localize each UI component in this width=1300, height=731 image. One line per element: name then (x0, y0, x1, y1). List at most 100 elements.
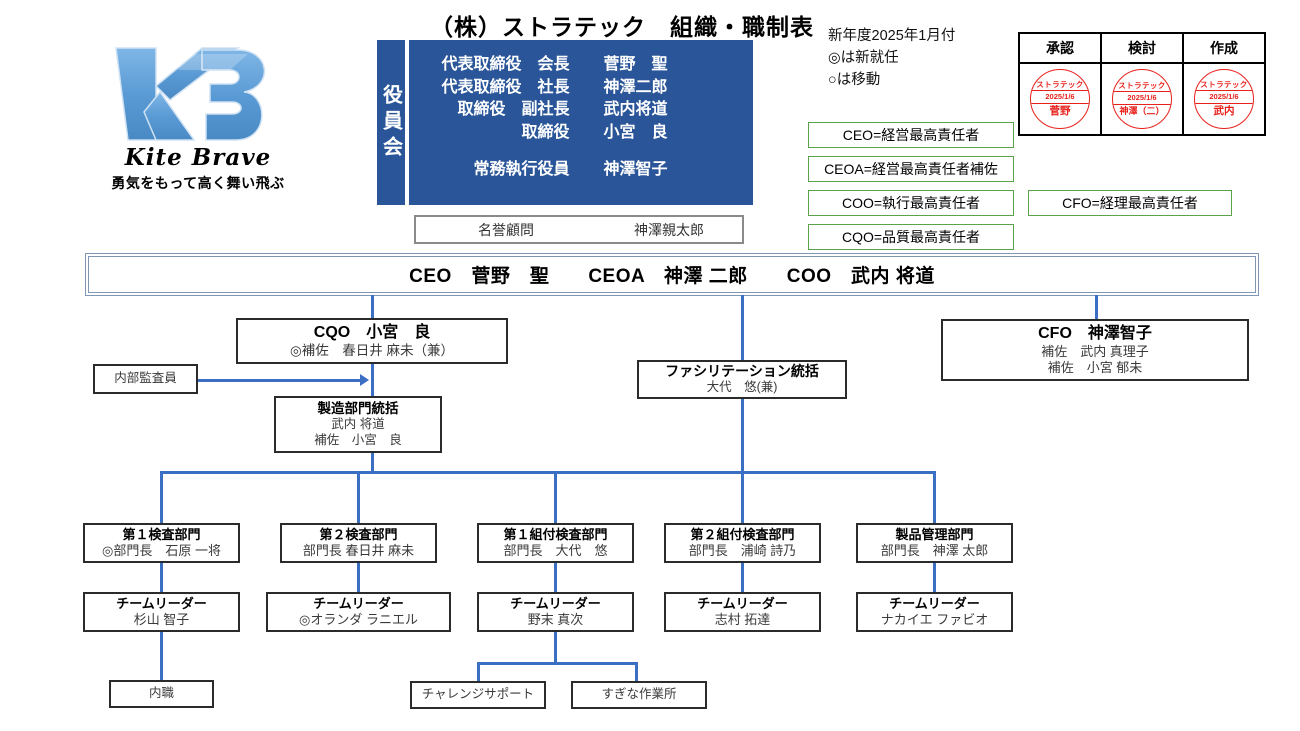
legend-item-ceoa: CEOA=経営最高責任者補佐 (808, 156, 1014, 182)
connector-ceo-to-cfo (1095, 295, 1098, 319)
node-title: ファシリテーション統括 (665, 363, 819, 380)
honorary-advisor-box: 名誉顧問 神澤親太郎 (414, 215, 744, 244)
board-row: 代表取締役 会長 菅野 聖 (409, 54, 753, 77)
node-department-1: 第１検査部門 ◎部門長 石原 一将 (83, 523, 240, 563)
approval-stamp-icon: ストラテック 2025/1/6 菅野 (1030, 69, 1090, 129)
connector-ceo-to-cqo (371, 295, 374, 320)
node-team-leader-4: チームリーダー 志村 拓達 (664, 592, 821, 632)
legend-item-ceo: CEO=経営最高責任者 (808, 122, 1014, 148)
approval-column-shonin: 承認 ストラテック 2025/1/6 菅野 (1020, 34, 1102, 134)
company-logo: Kite Brave 勇気をもって高く舞い飛ぶ (98, 40, 298, 193)
stamp-divider (1113, 90, 1171, 92)
legend-label: CQO=品質最高責任者 (841, 229, 981, 245)
board-name: 菅野 聖 (603, 56, 668, 73)
node-cfo: CFO 神澤智子 補佐 武内 真理子 補佐 小宮 郁未 (941, 319, 1249, 381)
department-head: ◎部門長 石原 一将 (102, 543, 221, 558)
connector-ceo-to-facilitation (741, 295, 744, 360)
connector-leader3-down (554, 632, 557, 662)
board-position: 取締役 (521, 124, 570, 142)
approval-body: ストラテック 2025/1/6 神澤（二） (1102, 64, 1182, 134)
stamp-company: ストラテック (1118, 81, 1166, 91)
node-team-leader-3: チームリーダー 野末 真次 (477, 592, 634, 632)
logo-wordmark: Kite Brave (124, 144, 272, 171)
legend-item-cqo: CQO=品質最高責任者 (808, 224, 1014, 250)
leader-name: ◎オランダ ラニエル (299, 612, 418, 627)
stamp-date: 2025/1/6 (1127, 93, 1157, 102)
department-title: 第１検査部門 (122, 527, 201, 543)
node-manufacturing: 製造部門統括 武内 将道 補佐 小宮 良 (274, 396, 442, 453)
leader-title: チームリーダー (510, 596, 601, 612)
node-subtitle: 大代 悠(兼) (706, 380, 778, 395)
connector-mfg-to-bus (371, 453, 374, 473)
department-head: 部門長 浦崎 詩乃 (688, 543, 797, 558)
node-subtitle-2: 補佐 小宮 良 (314, 432, 402, 447)
leader-title: チームリーダー (889, 596, 980, 612)
connector-drop-sugina (635, 662, 638, 681)
stamp-divider (1031, 102, 1089, 105)
stamp-signer: 神澤（二） (1119, 105, 1165, 116)
connector-bus-drop-4 (741, 471, 744, 523)
approval-column-sakusei: 作成 ストラテック 2025/1/6 武内 (1184, 34, 1264, 134)
node-title: 内職 (148, 686, 174, 701)
stamp-divider (1031, 89, 1089, 92)
node-title: 製造部門統括 (317, 401, 399, 417)
node-team-leader-5: チームリーダー ナカイエ ファビオ (856, 592, 1013, 632)
node-internal-auditor: 内部監査員 (93, 364, 198, 394)
board-name: 神澤二郎 (603, 78, 668, 96)
connector-drop-challenge (477, 662, 480, 681)
stamp-signer: 武内 (1213, 105, 1235, 118)
connector-auditor-arrow (196, 379, 362, 382)
connector-bus-drop-1 (160, 471, 163, 523)
legend-label: COO=執行最高責任者 (841, 195, 981, 211)
ceo-bar: CEO 菅野 聖 CEOA 神澤 二郎 COO 武内 将道 (85, 253, 1259, 296)
node-subtitle: ◎補佐 春日井 麻未（兼） (289, 342, 455, 358)
leader-name: 野末 真次 (527, 612, 584, 627)
node-team-leader-2: チームリーダー ◎オランダ ラニエル (266, 592, 451, 632)
stamp-signer: 菅野 (1049, 105, 1071, 118)
leader-title: チームリーダー (697, 596, 788, 612)
approval-body: ストラテック 2025/1/6 武内 (1184, 64, 1264, 134)
legend-label: CEO=経営最高責任者 (842, 127, 980, 143)
connector-cqo-to-mfg (371, 363, 374, 403)
node-department-5: 製品管理部門 部門長 神澤 太郎 (856, 523, 1013, 563)
board-side-label: 役員会 (377, 40, 405, 205)
stamp-divider (1195, 102, 1253, 105)
board-row: 取締役 小宮 良 (409, 122, 753, 145)
connector-leader3-bus (477, 662, 638, 665)
node-subtitle-1: 補佐 武内 真理子 (1041, 343, 1149, 359)
approval-column-kento: 検討 ストラテック 2025/1/6 神澤（二） (1102, 34, 1184, 134)
node-sugina-workshop: すぎな作業所 (571, 681, 707, 709)
connector-dept5-to-leader (933, 563, 936, 592)
node-facilitation: ファシリテーション統括 大代 悠(兼) (637, 360, 847, 399)
stamp-date: 2025/1/6 (1209, 92, 1239, 102)
board-name: 小宮 良 (603, 124, 668, 142)
approval-stamp-icon: ストラテック 2025/1/6 神澤（二） (1112, 69, 1172, 129)
page-title: （株）ストラテック 組織・職制表 (430, 14, 814, 40)
connector-bus-drop-3 (554, 471, 557, 523)
department-head: 部門長 春日井 麻未 (302, 543, 415, 558)
connector-dept4-to-leader (741, 563, 744, 592)
stamp-divider (1113, 103, 1171, 105)
approval-header: 作成 (1184, 34, 1264, 64)
department-head: 部門長 神澤 太郎 (880, 543, 989, 558)
connector-dept2-to-leader (357, 563, 360, 592)
board-panel: 代表取締役 会長 菅野 聖 代表取締役 社長 神澤二郎 取締役 副社長 武内将道… (409, 40, 753, 205)
arrow-head-icon (360, 374, 369, 386)
node-title: すぎな作業所 (601, 687, 677, 702)
node-subtitle-2: 補佐 小宮 郁未 (1047, 359, 1143, 375)
logo-tagline: 勇気をもって高く舞い飛ぶ (111, 175, 285, 191)
board-position: 取締役 副社長 (457, 101, 570, 119)
board-position: 代表取締役 社長 (441, 78, 570, 96)
node-cqo: CQO 小宮 良 ◎補佐 春日井 麻未（兼） (236, 318, 508, 364)
board-position: 常務執行役員 (473, 160, 570, 178)
approval-header: 検討 (1102, 34, 1182, 64)
board-position: 代表取締役 会長 (441, 56, 570, 73)
node-title: CQO 小宮 良 (313, 324, 431, 341)
connector-leader1-to-naishoku (160, 632, 163, 680)
approval-stamp-icon: ストラテック 2025/1/6 武内 (1194, 69, 1254, 129)
connector-bus-drop-5 (933, 471, 936, 523)
node-department-3: 第１組付検査部門 部門長 大代 悠 (477, 523, 634, 563)
legend-item-cfo: CFO=経理最高責任者 (1028, 190, 1232, 216)
stamp-company: ストラテック (1200, 80, 1248, 90)
node-department-4: 第２組付検査部門 部門長 浦崎 詩乃 (664, 523, 821, 563)
